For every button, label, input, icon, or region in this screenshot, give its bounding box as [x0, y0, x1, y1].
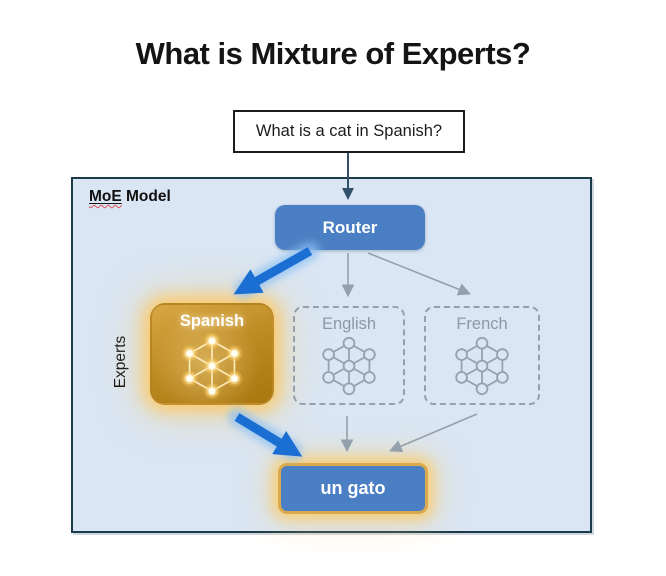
moe-model-label: MoE Model	[89, 188, 171, 206]
expert-english: English	[293, 306, 405, 405]
expert-french-label: French	[456, 315, 508, 333]
output-label: un gato	[320, 478, 386, 498]
moe-label-word: Model	[121, 188, 171, 205]
page-title: What is Mixture of Experts?	[135, 36, 531, 71]
experts-axis-label: Experts	[112, 335, 129, 389]
expert-english-label: English	[321, 315, 377, 333]
question-text: What is a cat in Spanish?	[255, 122, 443, 140]
question-box: What is a cat in Spanish?	[233, 110, 465, 153]
router-label: Router	[322, 217, 378, 237]
moe-model-box: MoE Model Experts Router Spanish	[71, 177, 592, 533]
output-box: un gato	[278, 463, 428, 514]
neural-network-icon	[455, 336, 509, 396]
moe-label-abbrev: MoE	[89, 188, 122, 205]
neural-network-icon	[181, 333, 243, 399]
router-box: Router	[275, 205, 425, 250]
expert-spanish: Spanish	[150, 303, 274, 405]
expert-spanish-label: Spanish	[179, 312, 245, 330]
neural-network-icon	[322, 336, 376, 396]
expert-french: French	[424, 306, 540, 405]
